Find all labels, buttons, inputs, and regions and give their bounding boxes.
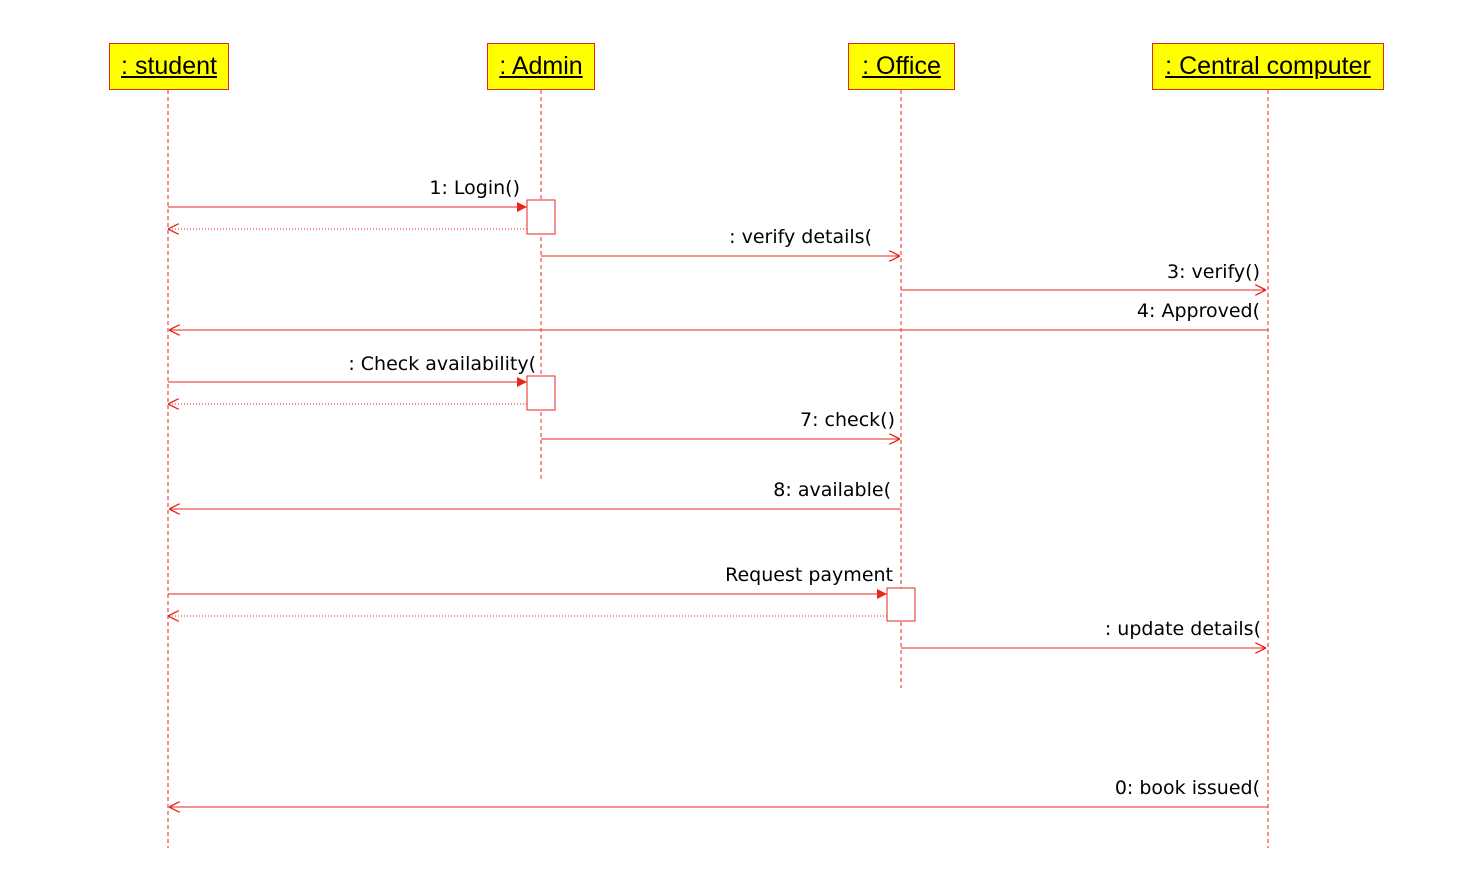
lifeline-admin-label: : Admin [499, 52, 583, 80]
lifeline-admin-header: : Admin [487, 43, 595, 90]
lifeline-office-label: : Office [862, 52, 941, 80]
activation-admin-1 [526, 199, 556, 235]
activation-admin-2 [526, 375, 556, 411]
lifeline-student-label: : student [121, 52, 217, 80]
message-label-book-issued: 0: book issued( [1115, 777, 1260, 799]
message-label-available: 8: available( [773, 479, 891, 501]
activation-office-1 [886, 587, 916, 622]
lifeline-office-header: : Office [848, 43, 955, 90]
message-label-login: 1: Login() [429, 177, 520, 199]
lifeline-central-label: : Central computer [1165, 52, 1371, 80]
message-label-update-details: : update details( [1105, 618, 1261, 640]
lifeline-student-header: : student [109, 43, 229, 90]
message-label-check-availability: : Check availability( [348, 353, 536, 375]
message-label-verify-details: : verify details( [729, 226, 872, 248]
message-label-verify: 3: verify() [1167, 261, 1260, 283]
message-label-request-payment: Request payment [725, 564, 893, 586]
message-label-check: 7: check() [800, 409, 895, 431]
message-label-approved: 4: Approved( [1137, 300, 1260, 322]
lifeline-central-header: : Central computer [1152, 43, 1384, 90]
